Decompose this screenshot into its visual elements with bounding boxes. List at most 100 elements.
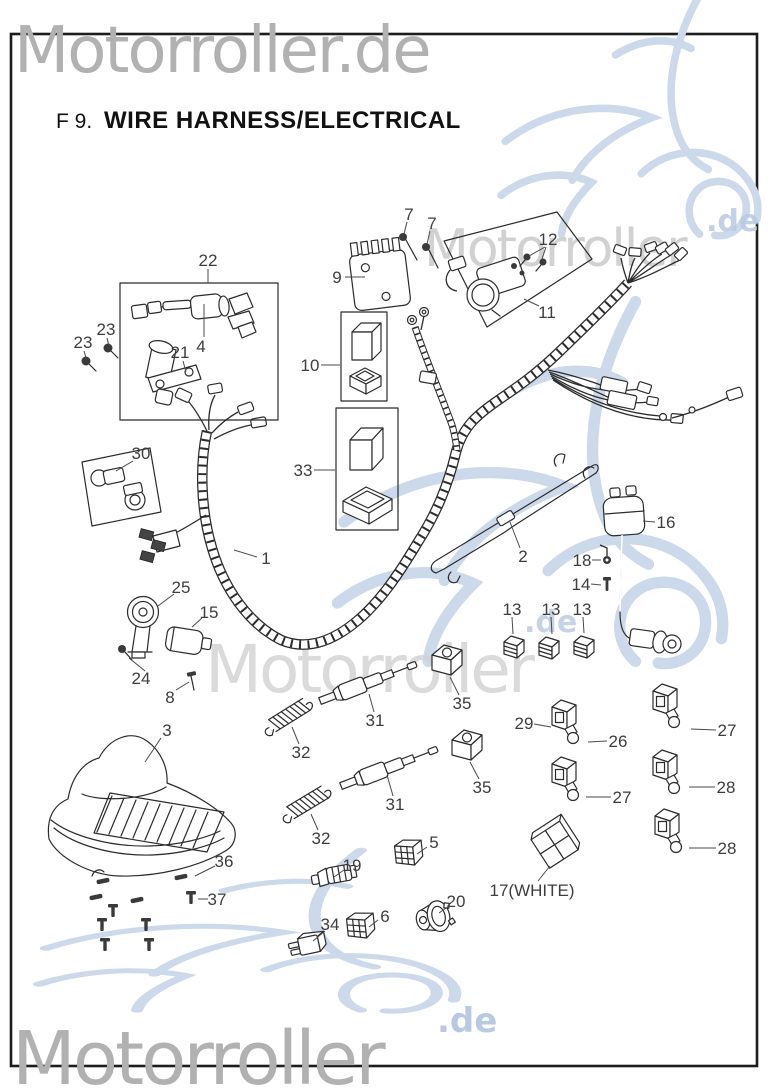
part-17-relay: [530, 813, 581, 869]
callout-label-35: 35: [453, 694, 472, 713]
watermark-middle: Motorroller: [205, 631, 536, 708]
callout-leader-32: [310, 813, 319, 831]
part-13-mount: [573, 635, 595, 659]
callout-leader-12: [541, 246, 547, 260]
callout-leader-31: [368, 693, 375, 713]
figure-code: F 9.: [56, 110, 92, 133]
callout-label-2: 2: [518, 547, 527, 566]
callout-label-1: 1: [261, 549, 270, 568]
callout-label-22: 22: [199, 251, 218, 270]
callout-label-23: 23: [97, 320, 116, 339]
part-1-wire-harness: [138, 241, 744, 650]
callout-label-13: 13: [503, 600, 522, 619]
callout-leader-2: [509, 521, 521, 549]
callout-label-26: 26: [609, 732, 628, 751]
callout-label-28: 28: [718, 839, 737, 858]
part-2-wire-stay: [430, 453, 599, 584]
callout-leader-25: [157, 593, 175, 607]
part-14-screw: [603, 577, 611, 591]
callout-leader-11: [523, 298, 540, 307]
callout-label-7: 7: [427, 214, 436, 233]
callout-leader-27: [690, 728, 717, 731]
callout-label-5: 5: [429, 833, 438, 852]
watermark-bottom-de: .de: [437, 1001, 497, 1041]
part-11-starter-relay: [445, 255, 526, 317]
part-23-screws: [81, 343, 119, 372]
parts-artwork: [47, 211, 744, 956]
callout-label-13: 13: [573, 600, 592, 619]
part-13-mount: [538, 636, 560, 660]
callout-leader-21: [182, 360, 187, 373]
callout-label-27: 27: [718, 721, 737, 740]
part-30-switch-set: [81, 447, 162, 527]
callout-label-4: 4: [196, 337, 205, 356]
watermark-right-de: .de: [706, 204, 759, 239]
callout-label-21: 21: [171, 343, 190, 362]
watermark-bottom: Motorroller: [12, 1016, 386, 1088]
callout-label-10: 10: [301, 356, 320, 375]
part-27-socket-bulb: [652, 683, 681, 729]
callout-label-29: 29: [515, 714, 534, 733]
part-29-26-socket-bulb: [551, 699, 580, 745]
callout-label-25: 25: [172, 578, 191, 597]
callout-label-20: 20: [447, 892, 466, 911]
callout-leader-23: [83, 350, 87, 359]
callout-label-37: 37: [208, 890, 227, 909]
watermark-top: Motorroller.de: [14, 14, 430, 88]
callout-label-15: 15: [200, 603, 219, 622]
callout-leader-13: [582, 616, 585, 634]
part-25-horn: [126, 595, 160, 659]
callout-leader-34: [312, 930, 326, 942]
callout-leader-15: [191, 617, 203, 628]
callout-leader-36: [194, 865, 216, 877]
callout-label-19: 19: [343, 856, 362, 875]
page-border: [9, 32, 759, 1068]
callout-label-11: 11: [538, 303, 556, 322]
callout-label-30: 30: [132, 444, 151, 463]
callout-leader-8: [175, 681, 190, 691]
callout-label-31: 31: [366, 711, 385, 730]
part-18-nut: [599, 544, 611, 564]
callout-label-24: 24: [132, 669, 151, 688]
callout-leader-5: [416, 846, 428, 855]
callout-label-17(WHITE): 17(WHITE): [490, 881, 575, 900]
scooter-sketch-top-right: [501, 0, 758, 236]
callout-leader-3: [144, 737, 162, 763]
callout-leader-29: [533, 723, 552, 728]
callout-label-13: 13: [542, 600, 561, 619]
callout-leader-31: [386, 774, 394, 797]
part-8-screw: [186, 671, 197, 691]
part-16-ignition-coil: [602, 485, 682, 654]
callout-leader-7: [426, 230, 431, 245]
watermark-middle-de: .de: [524, 605, 577, 640]
callout-leader-13: [511, 616, 514, 635]
callout-label-8: 8: [165, 688, 174, 707]
callout-leader-16: [642, 520, 656, 523]
part-27-socket-bulb: [551, 756, 580, 802]
callout-leader-12: [528, 246, 546, 257]
part-32-spring: [277, 782, 334, 826]
part-9-regulator: [348, 236, 412, 312]
part-3-front-cover: [47, 735, 236, 877]
callout-leader-7: [403, 221, 408, 235]
part-36-screws: [89, 873, 188, 904]
part-22-group-box: [119, 282, 279, 421]
part-12-bolts: [519, 253, 547, 272]
callout-label-23: 23: [74, 333, 93, 352]
callout-leader-32: [291, 726, 300, 745]
part-31-switch: [337, 741, 441, 795]
callout-leader-23: [106, 337, 110, 347]
part-28-socket-bulb: [652, 749, 681, 795]
callout-leader-19: [333, 869, 345, 878]
callout-label-18: 18: [573, 551, 592, 570]
callout-label-36: 36: [215, 852, 234, 871]
callout-leader-35: [449, 676, 460, 696]
callout-leader-35: [469, 761, 480, 780]
callout-leader-14: [590, 583, 602, 586]
figure-title: WIRE HARNESS/ELECTRICAL: [104, 107, 461, 134]
callout-leader-20: [438, 905, 450, 914]
callout-label-16: 16: [657, 513, 676, 532]
part-24-screw: [118, 645, 133, 661]
